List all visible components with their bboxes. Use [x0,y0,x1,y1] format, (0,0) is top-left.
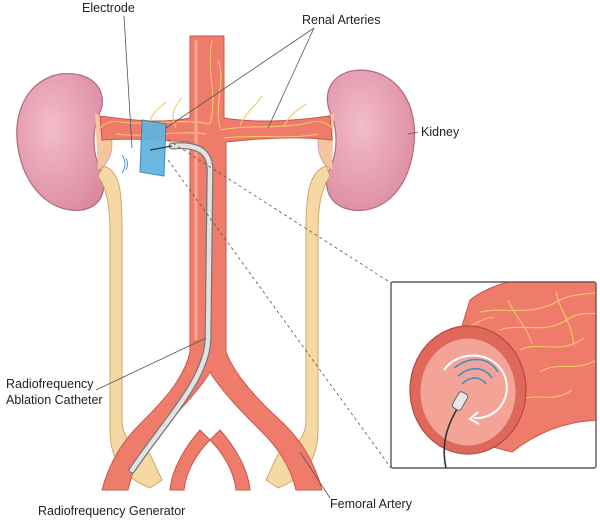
label-kidney: Kidney [421,125,460,139]
label-renal-arteries: Renal Arteries [302,13,381,27]
label-catheter-line2: Ablation Catheter [6,393,103,407]
zoom-lines [167,139,392,469]
renal-nerves [99,39,333,139]
ablation-catheter [121,142,214,474]
label-femoral-artery: Femoral Artery [330,497,413,511]
electrode-pad [139,119,167,177]
leader-lines [95,15,419,499]
label-generator: Radiofrequency Generator [38,504,185,518]
aorta [99,35,333,491]
ureters [97,165,331,489]
rotation-arrow-icon [443,354,508,420]
rf-wave-icon [121,154,128,174]
label-electrode: Electrode [82,1,135,15]
label-catheter-line1: Radiofrequency [6,377,94,391]
rf-signal-icon [453,358,499,385]
left-kidney [16,73,113,211]
inset-panel [390,281,597,469]
